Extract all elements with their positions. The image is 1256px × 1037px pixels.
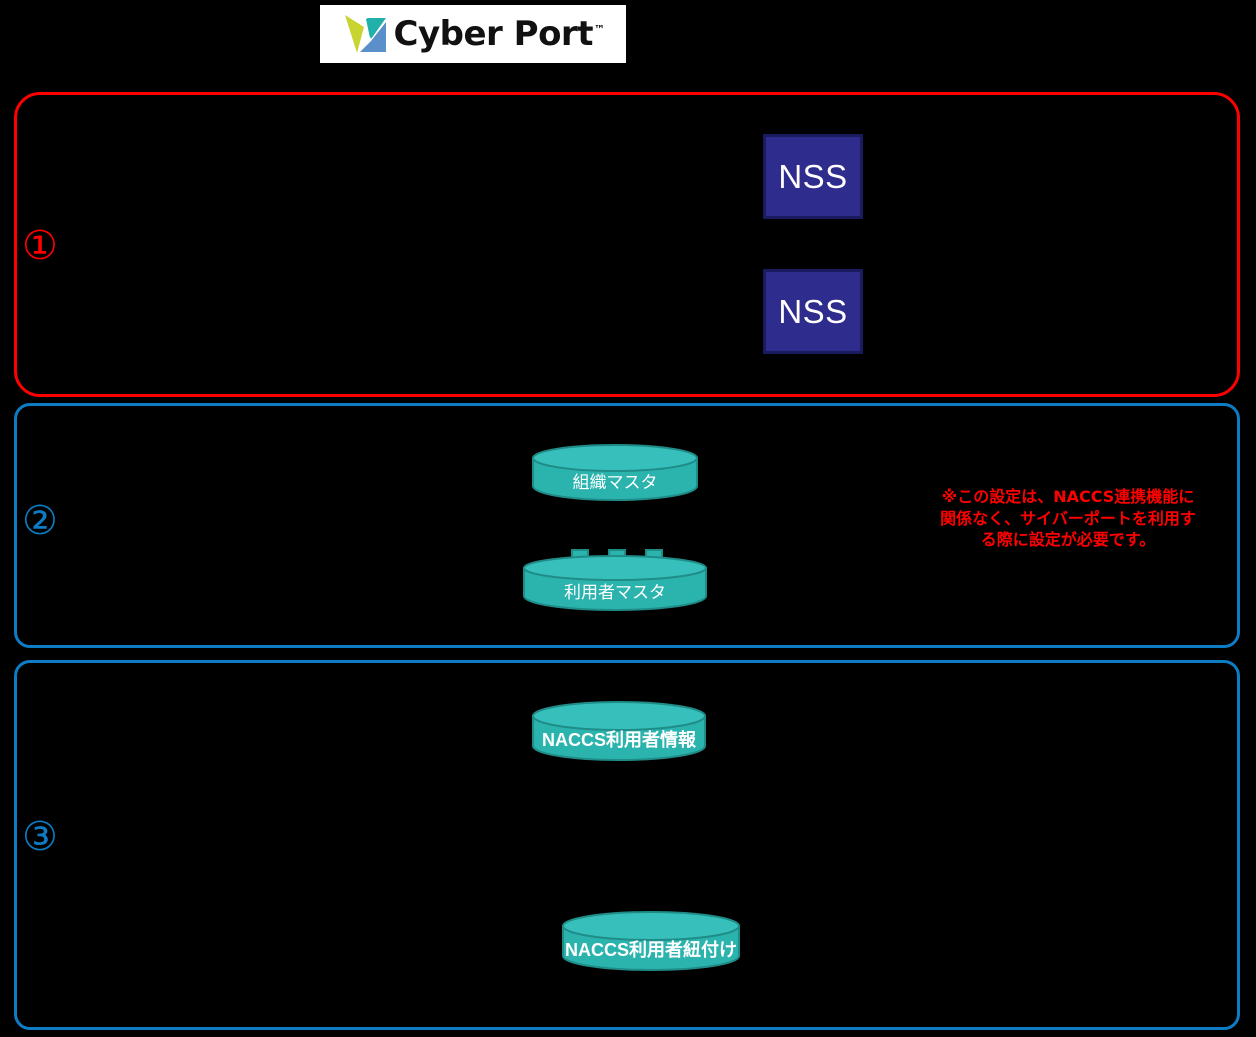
nss-node-1: NSS bbox=[763, 134, 863, 219]
cylinder-shape bbox=[532, 701, 706, 761]
logo-wordmark-text: Cyber Port bbox=[393, 14, 594, 54]
cyber-port-wordmark: Cyber Port™ bbox=[394, 17, 605, 51]
section-1-frame bbox=[14, 92, 1240, 397]
naccs-setting-note: ※この設定は、NACCS連携機能に関係なく、サイバーポートを利用する際に設定が必… bbox=[940, 487, 1196, 550]
section-1-marker: ① bbox=[22, 223, 58, 269]
nss-node-2: NSS bbox=[763, 269, 863, 354]
cyber-port-logo-mark bbox=[344, 15, 386, 53]
cyber-port-logo: Cyber Port™ bbox=[320, 5, 626, 63]
datastore-naccs-user-info: NACCS利用者情報 bbox=[531, 700, 707, 762]
nss-node-1-label: NSS bbox=[778, 157, 848, 195]
datastore-naccs-user-link: NACCS利用者紐付け bbox=[561, 910, 741, 972]
section-2-marker: ② bbox=[22, 498, 58, 544]
nss-node-2-label: NSS bbox=[778, 292, 848, 330]
datastore-organization-master: 組織マスタ bbox=[531, 444, 699, 501]
section-3-marker: ③ bbox=[22, 814, 58, 860]
cylinder-shape bbox=[562, 911, 740, 971]
datastore-user-master: 利用者マスタ bbox=[521, 548, 709, 612]
section-2-frame bbox=[14, 403, 1240, 648]
trademark-icon: ™ bbox=[593, 22, 605, 36]
cylinder-shape bbox=[532, 444, 698, 501]
cylinder-shape-tabbed bbox=[523, 549, 707, 611]
section-3-frame bbox=[14, 660, 1240, 1030]
